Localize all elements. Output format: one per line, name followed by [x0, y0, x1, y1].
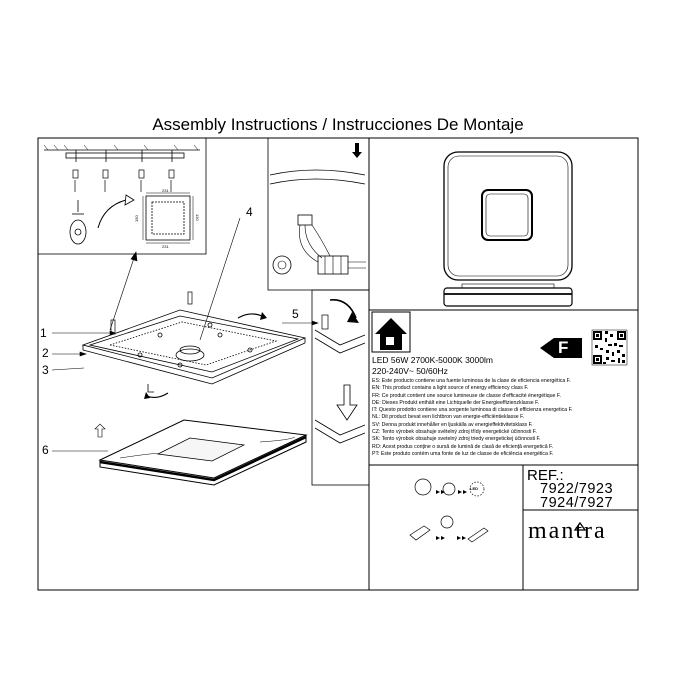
dimension-d1: 231	[162, 188, 169, 193]
callout-5: 5	[292, 307, 299, 321]
energy-note: SK: Tento výrobok obsahuje svetelný zdro…	[372, 436, 541, 443]
arrows-row-1	[436, 490, 467, 494]
reference-line-1: 7922/7923	[540, 481, 614, 497]
indoor-use-icon	[371, 311, 411, 353]
spec-power-line: LED 56W 2700K-5000K 3000lm	[372, 355, 493, 365]
diffuser-shade	[98, 419, 308, 486]
callout-4: 4	[246, 205, 253, 219]
energy-note: PT: Este produto contém uma fonte de luz…	[372, 450, 554, 457]
product-side-view	[443, 283, 573, 307]
callout-3: 3	[42, 363, 49, 377]
callout-1: 1	[40, 326, 47, 340]
brand-logo-accent	[573, 521, 587, 531]
drill-icon	[69, 200, 87, 245]
energy-class-letter: F	[558, 338, 569, 357]
screw-icons	[72, 169, 175, 192]
safety-icons-row-1	[414, 478, 485, 497]
page-title: Assembly Instructions / Instrucciones De…	[152, 115, 524, 134]
dimension-d2: 150	[134, 215, 139, 222]
callout-6: 6	[42, 443, 49, 457]
energy-note: NL: Dit product bevat een lichtbron van …	[372, 414, 525, 421]
rotate-arrow-left	[145, 392, 169, 399]
energy-class-arrow	[540, 338, 582, 358]
energy-note: IT: Questo prodotto contiene una sorgent…	[372, 407, 573, 414]
down-arrow	[336, 384, 358, 421]
up-arrow	[94, 423, 106, 438]
energy-note: FR: Ce produit contient une source lumin…	[372, 392, 561, 399]
bracket-template	[142, 192, 194, 244]
spec-voltage-line: 220-240V~ 50/60Hz	[372, 366, 448, 376]
dimension-d4: 231	[162, 244, 169, 249]
dimension-d3: 130	[195, 214, 200, 221]
reference-line-2: 7924/7927	[540, 495, 614, 511]
energy-note: EN: This product contains a light source…	[372, 385, 529, 392]
brand-logo: mantra	[528, 518, 607, 544]
product-top-view	[443, 151, 573, 281]
energy-note: SV: Denna produkt innehåller en ljuskäll…	[372, 421, 533, 428]
reference-label: REF.:	[527, 467, 564, 484]
tool-icons-row-2	[409, 515, 489, 543]
energy-note: CZ: Tento výrobek obsahuje světelný zdro…	[372, 429, 537, 436]
energy-note: RO: Acest produs conţine o sursă de lumi…	[372, 443, 554, 450]
arrows-row-2	[436, 536, 466, 540]
energy-note: DE: Dieses Produkt enthält eine Lichtque…	[372, 399, 540, 406]
callout-2: 2	[42, 346, 49, 360]
rotate-arrow-top	[237, 313, 263, 319]
energy-notes-list: ES: Este producto contiene una fuente lu…	[372, 378, 573, 458]
mounting-plate	[81, 309, 307, 385]
led-icon-label: LED	[470, 486, 478, 491]
wiring-detail	[267, 137, 370, 291]
screw-top	[187, 291, 193, 305]
drilling-detail: 231 150 130 231	[37, 137, 207, 255]
hinge-detail	[311, 289, 370, 486]
energy-note: ES: Este producto contiene una fuente lu…	[372, 378, 571, 384]
qr-code-icon	[591, 329, 628, 366]
clip-part-5	[321, 314, 329, 330]
